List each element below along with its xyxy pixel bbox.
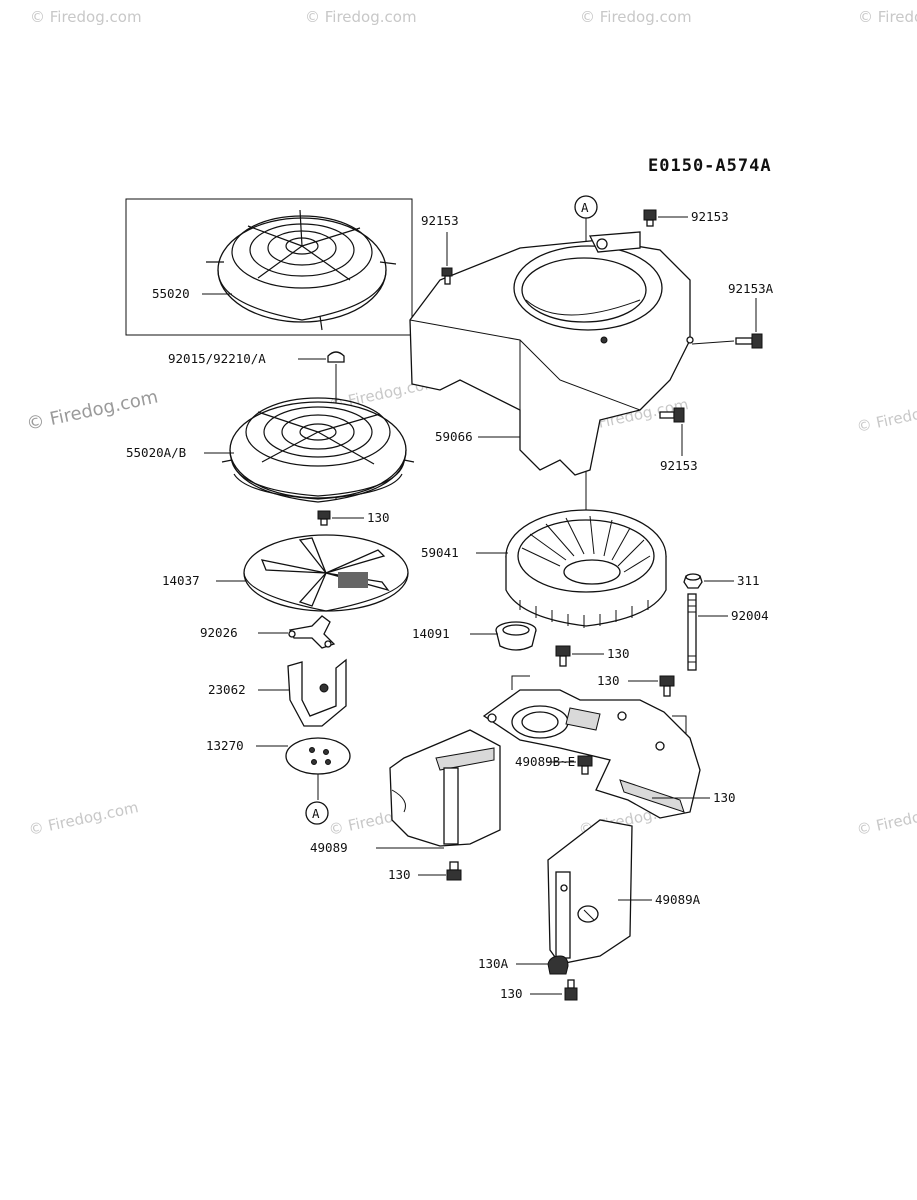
watermarks: © Firedog.com © Firedog.com © Firedog.co… [25,8,917,839]
inset-box [125,198,413,336]
part-label-59041: 59041 [421,545,459,560]
bolt-130 [564,979,578,1001]
watermark-text: © Firedog.com [855,395,917,436]
part-label-23062: 23062 [208,682,246,697]
bolt-92153 [441,267,453,285]
part-label-92153: 92153 [691,209,729,224]
watermark-text: © Firedog.com [580,8,692,26]
collar-14091 [495,621,537,651]
watermark-text: © Firedog.com [855,798,917,839]
baffle-49089be [482,675,701,819]
part-label-92153: 92153 [660,458,698,473]
shroud-49089 [389,729,501,847]
bolt-130 [659,675,675,697]
watermark-text: © Firedog.com [25,387,160,435]
part-label-59066: 59066 [435,429,473,444]
part-label-130: 130 [388,867,411,882]
bolt-130 [317,510,331,526]
screen-55020ab [221,397,415,503]
bolt-130 [577,755,593,775]
screen-55020 [206,209,397,331]
watermark-text: © Firedog.com [858,8,917,26]
bolt-92153a [735,333,763,349]
cover-49089a [547,819,633,965]
reference-marker-label: A [312,806,320,821]
part-label-130: 49089B~E [515,754,575,769]
watermark-text: © Firedog.com [30,8,142,26]
stud-92004 [687,593,697,671]
part-label-55020: 55020 [152,286,190,301]
part-label-130: 130 [500,986,523,1001]
part-label-13270: 13270 [206,738,244,753]
fan-mesh [338,572,368,588]
reference-marker-a: A [305,801,329,825]
part-label-92004: 92004 [731,608,769,623]
part-label-130: 130 [597,673,620,688]
flywheel-59041 [505,509,667,628]
part-label-92026: 92026 [200,625,238,640]
bolt-92153 [643,209,657,227]
bolt-130 [555,645,571,667]
nut-311 [683,573,703,589]
bracket-23062 [287,658,347,727]
fan-14037 [243,534,409,612]
part-label-311: 311 [737,573,760,588]
grommet-130a [547,955,569,975]
nut-92015 [327,351,345,363]
reference-marker-label: A [581,200,589,215]
part-label-130A: 130A [478,956,509,971]
leader-line [691,340,735,345]
diagram-code: E0150-A574A [648,156,772,176]
part-label-130: 130 [367,510,390,525]
watermark-text: © Firedog.com [27,798,140,839]
part-label-14091: 14091 [412,626,450,641]
part-label-92153A: 92153A [728,281,774,296]
part-label-130: 130 [607,646,630,661]
bolt-92153 [659,407,685,423]
blower-housing-59066 [409,231,694,476]
bolt-130 [446,861,462,881]
part-label-49089: 49089 [310,840,348,855]
reference-marker-a: A [574,195,598,219]
part-label-49089a: 49089A [655,892,701,907]
watermark-text: © Firedog.com [305,8,417,26]
part-label-92015: 92015/92210/A [168,351,266,366]
bracket-92026 [288,615,336,649]
part-label-49089be: 130 [713,790,736,805]
part-label-92153: 92153 [421,213,459,228]
plate-13270 [285,737,351,775]
part-label-55020ab: 55020A/B [126,445,186,460]
part-label-14037: 14037 [162,573,200,588]
